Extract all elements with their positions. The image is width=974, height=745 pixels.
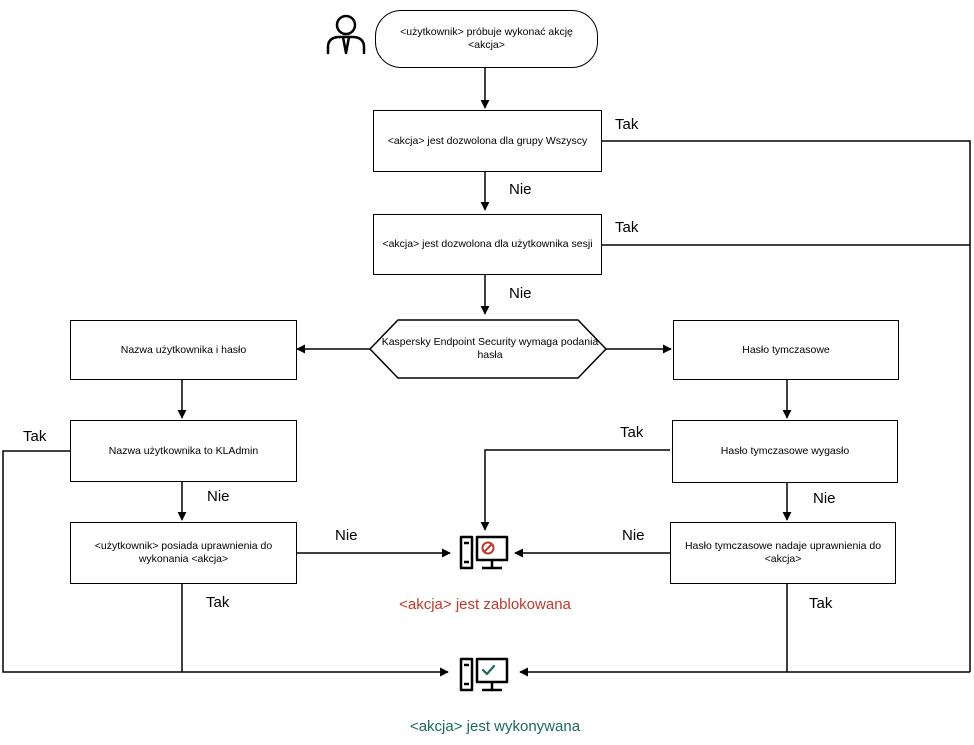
node-session-user: <akcja> jest dozwolona dla użytkownika s… — [373, 214, 602, 275]
node-temp-expired-text: Hasło tymczasowe wygasło — [720, 445, 850, 457]
edge-label-kladmin-tak: Tak — [23, 428, 47, 445]
node-group-all-text: <akcja> jest dozwolona dla grupy Wszyscy — [387, 134, 588, 147]
node-is-kladmin-text: Nazwa użytkownika to KLAdmin — [108, 444, 259, 457]
start-node: <użytkownik> próbuje wykonać akcję <akcj… — [375, 10, 598, 68]
edge-label-grants-nie: Nie — [622, 527, 645, 544]
start-node-text: <użytkownik> próbuje wykonać akcję <akcj… — [400, 26, 573, 51]
node-user-password-text: Nazwa użytkownika i hasło — [120, 343, 247, 356]
node-temp-grants: Hasło tymczasowe nadaje uprawnienia do <… — [670, 522, 896, 584]
node-session-user-text: <akcja> jest dozwolona dla użytkownika s… — [382, 238, 593, 250]
node-temp-password: Hasło tymczasowe — [673, 320, 899, 380]
computer-allowed-icon — [459, 657, 509, 692]
edge-label-rights-nie: Nie — [335, 527, 358, 544]
result-allowed: <akcja> jest wykonywana — [409, 718, 581, 735]
edge-label-session-tak: Tak — [615, 219, 639, 236]
edge-label-rights-tak: Tak — [206, 594, 230, 611]
result-blocked: <akcja> jest zablokowana — [399, 596, 571, 613]
edge-label-expired-nie: Nie — [813, 490, 836, 507]
decision-password-required-shape — [368, 319, 608, 379]
node-is-kladmin: Nazwa użytkownika to KLAdmin — [70, 420, 297, 482]
edge-label-expired-tak: Tak — [620, 424, 644, 441]
edge-label-grants-tak: Tak — [809, 595, 833, 612]
node-user-has-rights: <użytkownik> posiada uprawnienia do wyko… — [70, 522, 297, 584]
user-icon — [326, 14, 366, 55]
edge-label-group-tak: Tak — [615, 116, 639, 133]
computer-blocked-icon — [459, 535, 509, 570]
decision-password-required-text: Kaspersky Endpoint Security wymaga podan… — [381, 336, 599, 361]
edge-label-kladmin-nie: Nie — [207, 488, 230, 505]
node-temp-expired: Hasło tymczasowe wygasło — [672, 420, 898, 483]
node-user-has-rights-text: <użytkownik> posiada uprawnienia do wyko… — [94, 540, 273, 565]
node-group-all: <akcja> jest dozwolona dla grupy Wszyscy — [373, 110, 602, 172]
node-user-password: Nazwa użytkownika i hasło — [70, 320, 297, 380]
node-temp-grants-text: Hasło tymczasowe nadaje uprawnienia do <… — [684, 540, 882, 565]
edge-label-session-nie: Nie — [509, 285, 532, 302]
decision-password-required: Kaspersky Endpoint Security wymaga podan… — [375, 320, 605, 378]
edge-label-group-nie: Nie — [509, 181, 532, 198]
node-temp-password-text: Hasło tymczasowe — [742, 343, 830, 356]
